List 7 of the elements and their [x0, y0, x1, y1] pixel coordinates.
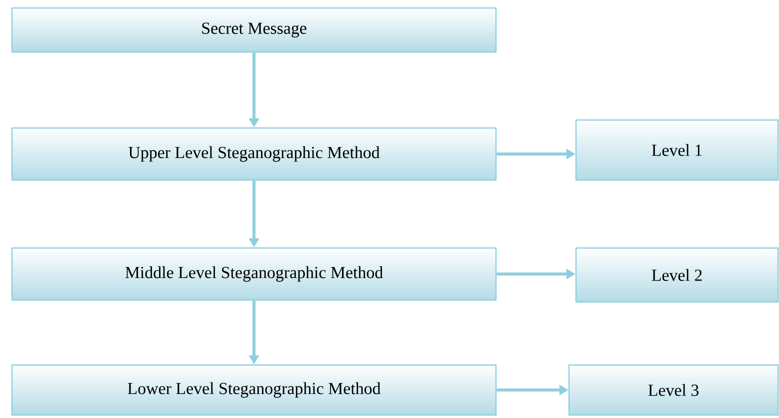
process-box: Level 3 [568, 364, 779, 416]
process-box: Secret Message [11, 7, 497, 53]
process-box: Middle Level Steganographic Method [11, 247, 497, 301]
process-box: Level 1 [575, 119, 779, 181]
process-box: Lower Level Steganographic Method [11, 364, 497, 416]
process-box: Level 2 [575, 247, 779, 303]
process-box: Upper Level Steganographic Method [11, 127, 497, 181]
